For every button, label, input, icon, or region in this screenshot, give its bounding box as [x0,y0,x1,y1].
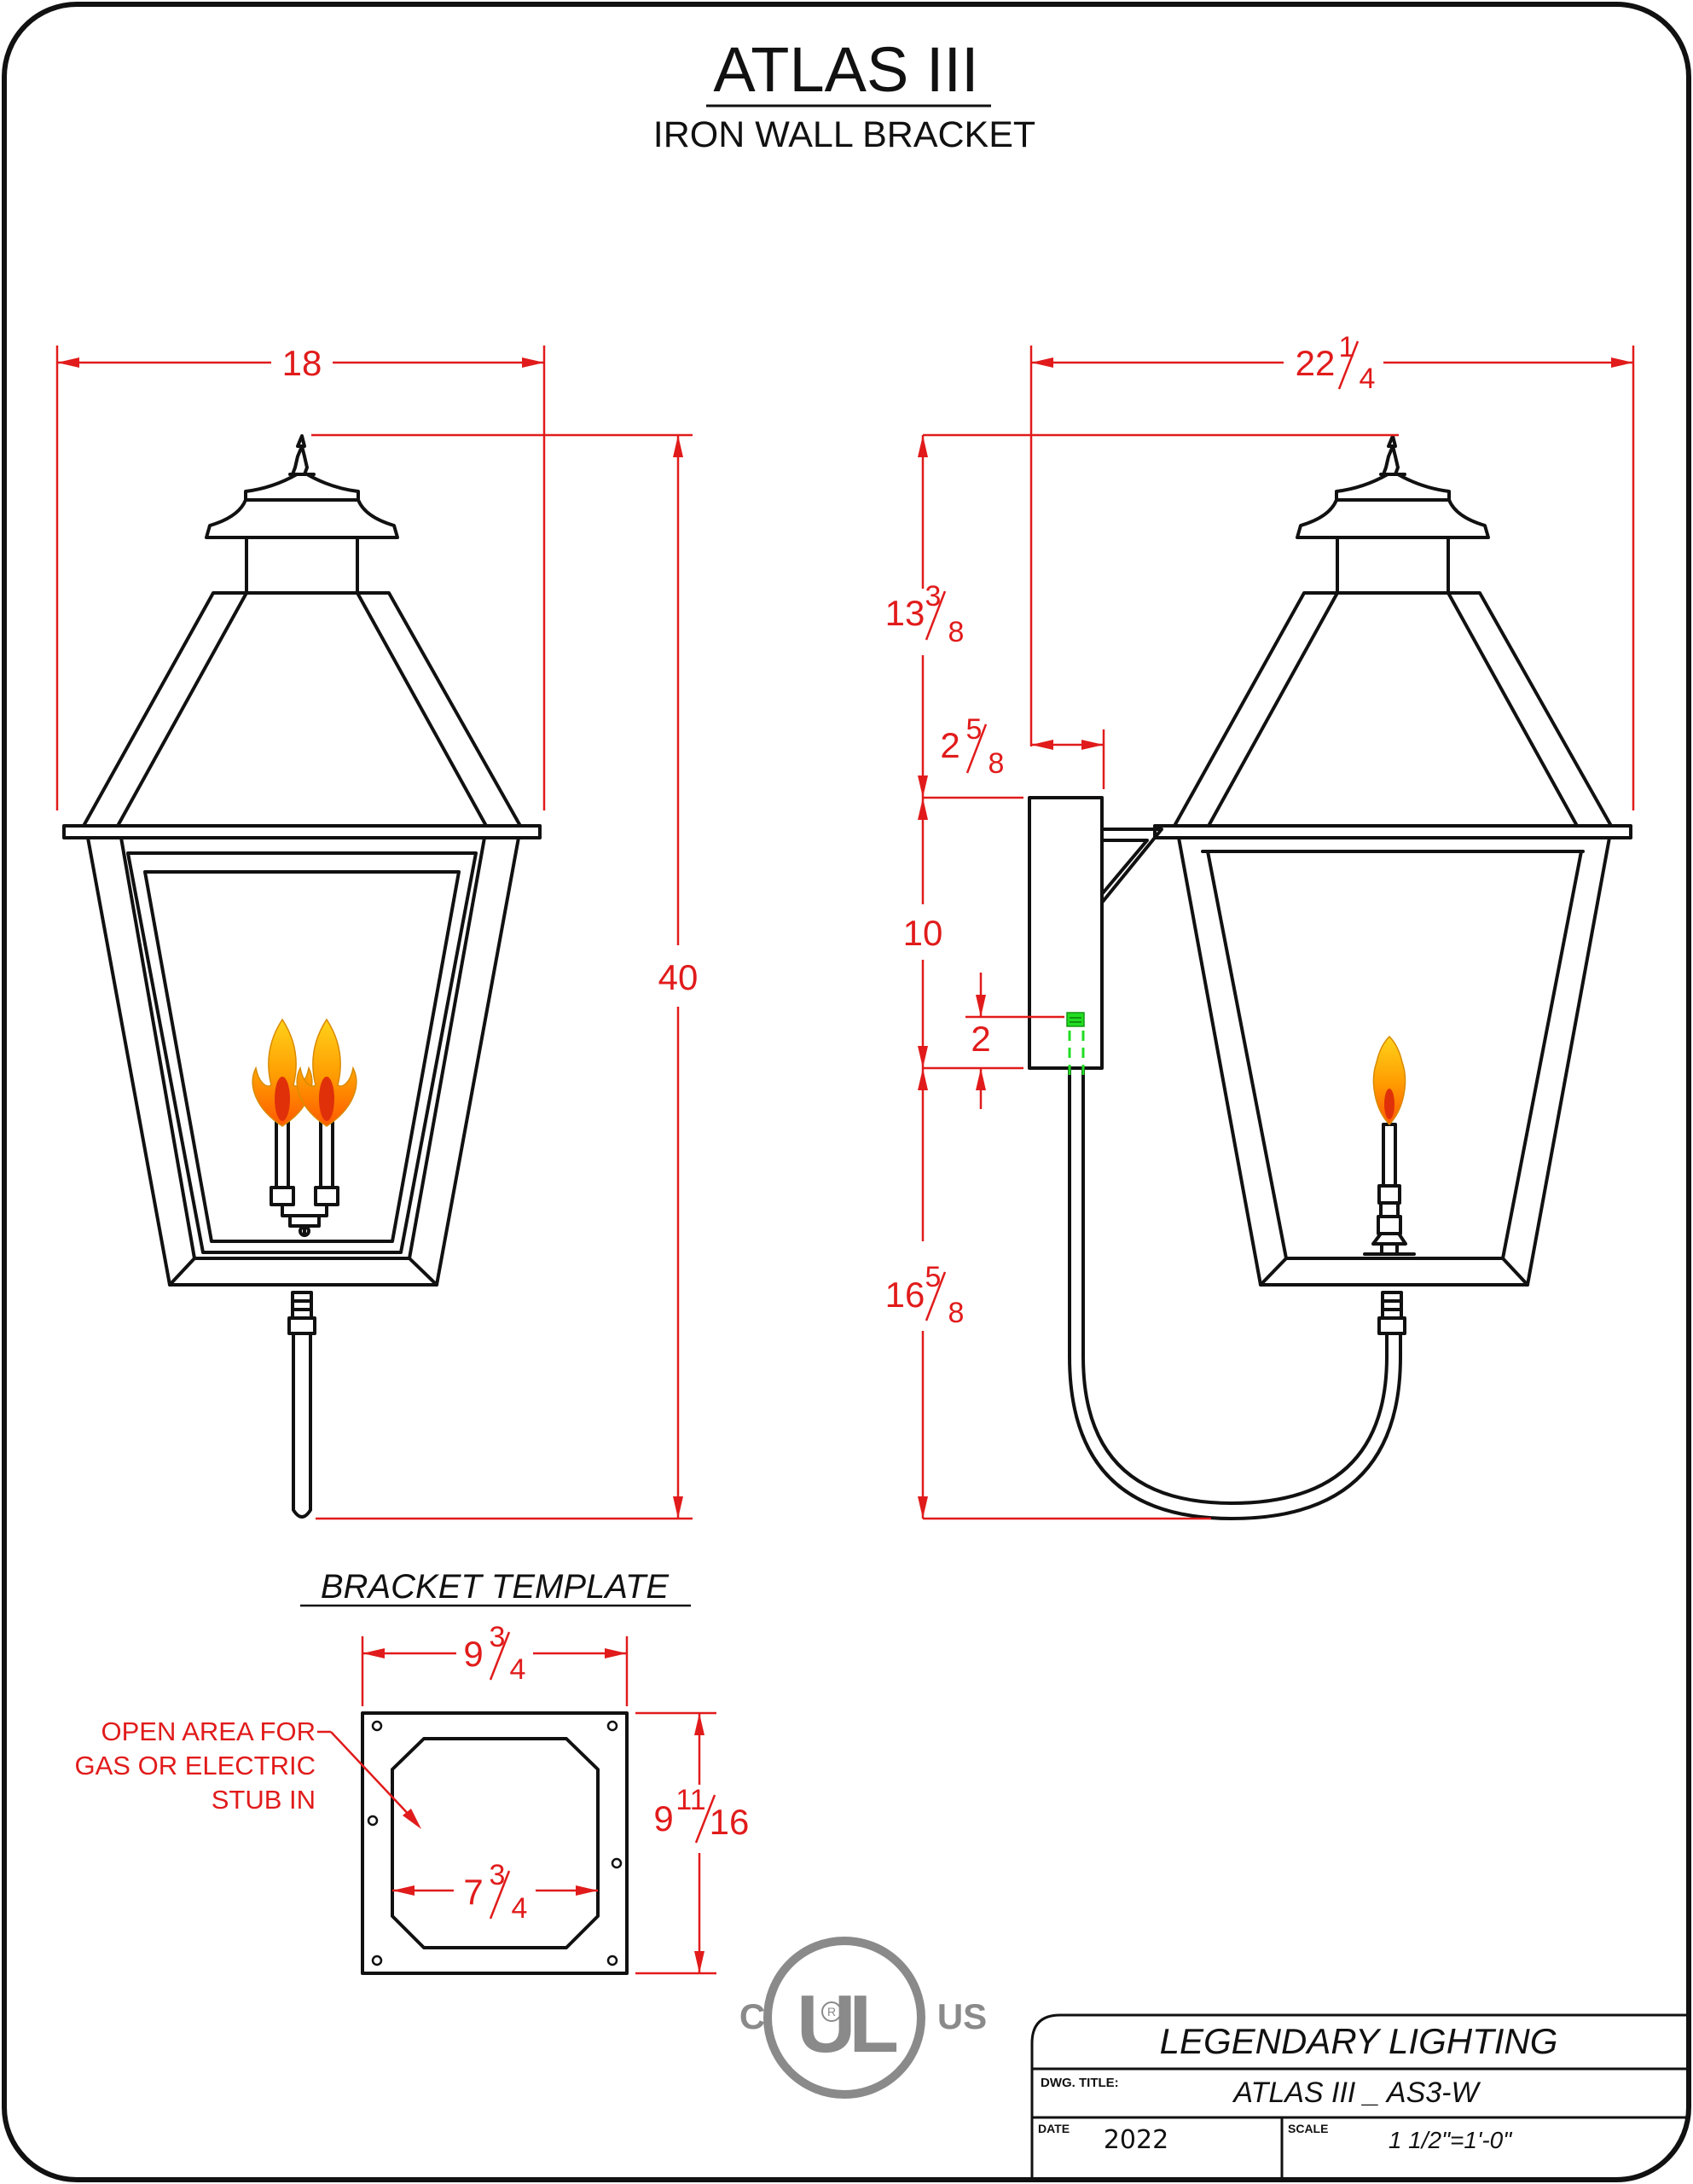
template-inner-num: 3 [490,1859,506,1891]
front-burner-flames [252,1018,357,1127]
scale-value: 1 1/2"=1'-0" [1389,2127,1512,2153]
electrical-connector [1066,1012,1085,1077]
side-bottom-num: 5 [925,1261,942,1293]
side-depth-dimension: 22 1 4 [1029,331,1635,810]
template-height-den: 16 [710,1802,750,1842]
side-top-den: 8 [948,616,965,648]
bracket-offset-whole: 2 [940,725,960,765]
ul-logo-u: UL [797,1978,896,2070]
template-heading: BRACKET TEMPLATE [321,1568,670,1606]
side-height-dimensions: 13 3 8 10 16 5 8 [885,433,1399,1520]
bracket-offset-dimension: 2 5 8 [940,713,1105,789]
side-bracket-height: 10 [903,913,943,953]
company-name: LEGENDARY LIGHTING [1160,2021,1558,2061]
scale-label: SCALE [1288,2122,1328,2135]
stub-dimension: 2 [965,973,1064,1109]
ul-logo-c: C [739,1996,765,2036]
front-height-label: 40 [658,957,699,997]
template-inner-whole: 7 [463,1872,483,1912]
ul-registered-mark: R [827,2005,836,2018]
bracket-offset-num: 5 [966,713,983,746]
side-view-lantern [1028,434,1632,1520]
side-burner-flame [1372,1035,1406,1126]
date-value: 2022 [1104,2125,1168,2155]
dwg-title-value: ATLAS III _ AS3-W [1232,2077,1481,2109]
drawing-header: ATLAS III IRON WALL BRACKET [653,34,1035,155]
side-depth-den: 4 [1360,363,1376,395]
ul-logo-us: US [937,1996,987,2036]
side-bottom-den: 8 [948,1297,965,1329]
bracket-offset-den: 8 [989,747,1005,780]
template-width-num: 3 [490,1621,506,1653]
front-width-label: 18 [282,343,322,383]
side-depth-whole: 22 [1296,343,1336,383]
side-depth-num: 1 [1339,331,1355,363]
drawing-title: ATLAS III [713,34,978,105]
bracket-template: BRACKET TEMPLATE 9 3 4 9 11 16 [75,1568,750,1975]
front-view-lantern [62,434,542,1519]
front-height-dimension: 40 [311,433,699,1520]
template-note-line-3: STUB IN [212,1785,316,1815]
dwg-title-label: DWG. TITLE: [1041,2076,1119,2090]
title-block: LEGENDARY LIGHTING DWG. TITLE: ATLAS III… [1030,2013,1687,2180]
front-width-dimension: 18 [55,343,546,810]
template-height-num: 11 [675,1784,705,1816]
template-note-line-2: GAS OR ELECTRIC [75,1751,316,1780]
template-note-line-1: OPEN AREA FOR [101,1716,316,1746]
template-height-whole: 9 [653,1798,673,1838]
date-label: DATE [1038,2122,1070,2135]
template-width-whole: 9 [463,1634,483,1674]
stub-label: 2 [971,1019,990,1059]
side-top-whole: 13 [885,593,925,633]
drawing-subtitle: IRON WALL BRACKET [653,114,1035,155]
template-inner-den: 4 [512,1892,528,1925]
template-width-den: 4 [510,1653,526,1686]
ul-certification-logo: UL R C US [739,1937,987,2099]
side-bottom-whole: 16 [885,1275,925,1315]
side-top-num: 3 [925,580,942,613]
